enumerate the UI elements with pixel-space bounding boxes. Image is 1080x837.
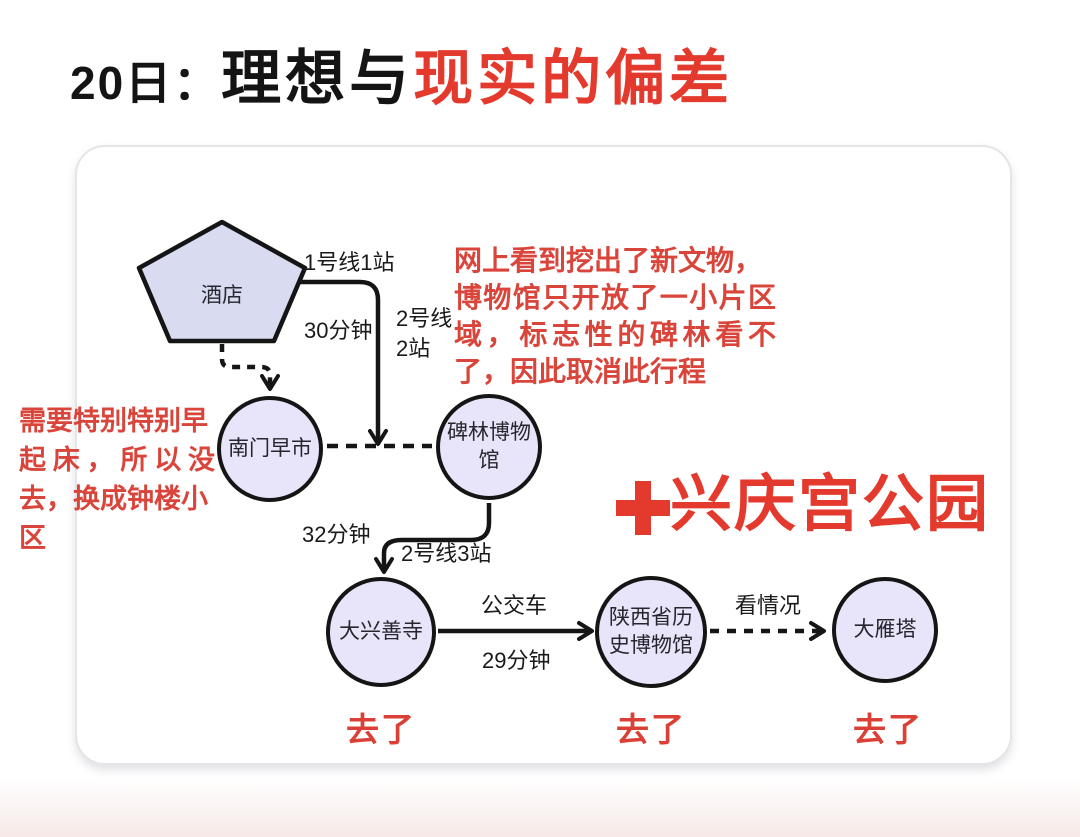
edge-label-metro-line2-row1: 2号线 bbox=[396, 306, 453, 331]
beilin-note-line: 了，因此取消此行程 bbox=[454, 356, 707, 387]
edge-label-29min: 29分钟 bbox=[482, 648, 551, 673]
status-went-shaanxi: 去了 bbox=[616, 711, 686, 748]
dayan-pagoda-label: 大雁塔 bbox=[853, 618, 917, 642]
edge-label-metro-line2-3stops: 2号线3站 bbox=[401, 541, 492, 566]
beilin-note-line: 网上看到挖出了新文物， bbox=[454, 245, 763, 276]
edge-label-30min: 30分钟 bbox=[304, 318, 373, 343]
beilin-note-line: 域，标志性的碑林看不 bbox=[454, 319, 776, 350]
beilin-museum-label-line1: 碑林博物 bbox=[447, 421, 531, 445]
added-destination: 兴庆宫公园 bbox=[616, 474, 990, 536]
morning-market-label: 南门早市 bbox=[228, 437, 312, 461]
beilin-museum-label-line2: 馆 bbox=[478, 449, 500, 472]
shaanxi-museum-label-line1: 陕西省历 bbox=[609, 606, 693, 630]
edge-label-metro-line2: 2号线 2站 bbox=[396, 304, 452, 363]
market-note-line: 区 bbox=[19, 523, 46, 553]
daxingshan-temple-node: 大兴善寺 bbox=[326, 577, 436, 687]
daxingshan-temple-label: 大兴善寺 bbox=[339, 620, 423, 644]
beilin-museum-node: 碑林博物 馆 bbox=[436, 394, 542, 500]
edge-label-depends: 看情况 bbox=[735, 593, 802, 618]
shaanxi-museum-label-line2: 史博物馆 bbox=[609, 634, 693, 657]
status-went-dayan: 去了 bbox=[853, 711, 923, 748]
morning-market-node: 南门早市 bbox=[217, 396, 323, 502]
edge-label-bus: 公交车 bbox=[481, 593, 548, 618]
plus-icon bbox=[616, 481, 670, 535]
market-note-line: 需要特别特别早 bbox=[19, 406, 208, 436]
market-note-line: 去，换成钟楼小 bbox=[19, 484, 208, 514]
title-day: 20日： bbox=[70, 57, 222, 109]
beilin-note-line: 博物馆只开放了一小片区 bbox=[454, 282, 776, 313]
edge-label-metro-line2-row2: 2站 bbox=[396, 335, 431, 361]
title-reality: 现实的偏差 bbox=[413, 45, 734, 112]
added-destination-label: 兴庆宫公园 bbox=[670, 470, 991, 539]
morning-market-note: 需要特别特别早 起床，所以没 去，换成钟楼小 区 bbox=[19, 402, 215, 558]
title-ideal: 理想与 bbox=[221, 45, 414, 112]
dayan-pagoda-node: 大雁塔 bbox=[832, 577, 938, 683]
shaanxi-history-museum-node: 陕西省历 史博物馆 bbox=[595, 576, 707, 688]
edge-label-32min: 32分钟 bbox=[302, 522, 371, 547]
page-title: 20日：理想与现实的偏差 bbox=[70, 30, 733, 117]
status-went-daxingshan: 去了 bbox=[346, 711, 416, 748]
hotel-node-label: 酒店 bbox=[201, 284, 243, 307]
edge-label-metro-line1: 1号线1站 bbox=[304, 250, 395, 275]
market-note-line: 起床，所以没 bbox=[19, 445, 215, 475]
beilin-cancel-note: 网上看到挖出了新文物， 博物馆只开放了一小片区 域，标志性的碑林看不 了，因此取… bbox=[454, 242, 776, 390]
